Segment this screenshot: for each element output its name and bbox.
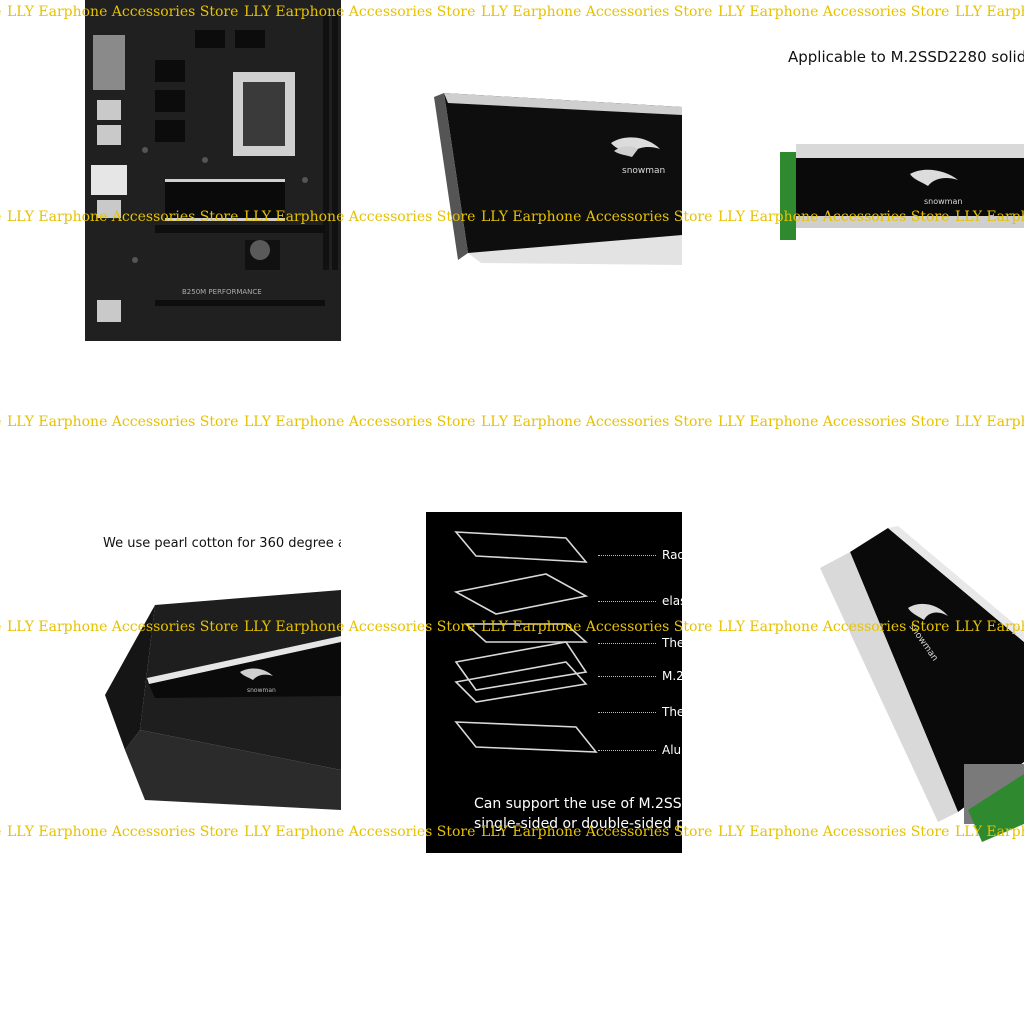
callout-label: Therm — [598, 636, 682, 650]
eagle-logo-icon — [910, 169, 958, 186]
callout-label: Radia — [598, 548, 682, 562]
caption-text: Applicable to M.2SSD2280 solid st — [788, 48, 1024, 66]
exploded-parts-illustration — [453, 531, 598, 753]
watermark-text: LLY Earphone Accessories Store — [481, 414, 713, 430]
heatsink-angled-photo: snowman — [426, 85, 682, 275]
watermark-text: LLY Earphone Accessories Store — [244, 414, 476, 430]
foam-packaging-illustration: snowman — [105, 590, 341, 810]
eagle-logo-icon — [240, 668, 273, 680]
foam-packaging-photo: We use pearl cotton for 360 degree all-r… — [85, 520, 341, 820]
watermark-text: LLY Earphone Accessories Store — [0, 414, 1, 430]
eagle-logo-icon — [908, 603, 948, 620]
watermark-text: LLY Earphone Accessories Store — [718, 4, 950, 20]
eagle-logo-icon — [611, 137, 660, 157]
callout-label: elasti — [598, 594, 682, 608]
motherboard-photo: B250M PERFORMANCE — [85, 0, 341, 341]
watermark-text: LLY Earphone Accessories Store — [7, 824, 239, 840]
caption-text: We use pearl cotton for 360 degree all-r… — [103, 536, 341, 551]
heatsink-closeup-photo: snowman — [768, 512, 1024, 852]
watermark-text: LLY Earphone Accessories Store — [0, 209, 1, 225]
watermark-text: LLY Earphone Accessories Store — [7, 414, 239, 430]
heatsink-ssd-photo: Applicable to M.2SSD2280 solid st snowma… — [768, 40, 1024, 260]
brand-text: snowman — [622, 166, 665, 176]
watermark-text: LLY Earphone Accessories Store — [0, 824, 1, 840]
support-text-line1: Can support the use of M.2SSD — [474, 796, 682, 812]
support-text-line2: single-sided or double-sided p — [474, 816, 682, 832]
exploded-view-diagram: Radia elasti Therm M.2 S Therm Alum Can … — [426, 512, 682, 853]
watermark-text: LLY Earphone Accessories Store — [955, 414, 1024, 430]
board-label: B250M PERFORMANCE — [182, 288, 262, 296]
heatsink-ssd-illustration: snowman — [780, 144, 1024, 240]
watermark-text: LLY Earphone Accessories Store — [0, 4, 1, 20]
watermark-text: LLY Earphone Accessories Store — [0, 619, 1, 635]
brand-text: snowman — [924, 197, 962, 206]
heatsink-angled-illustration: snowman — [434, 93, 682, 265]
callout-label: Therm — [598, 705, 682, 719]
watermark-text: LLY Earphone Accessories Store — [955, 4, 1024, 20]
watermark-row: LLY Earphone Accessories Store LLY Earpho… — [0, 414, 1024, 438]
motherboard-illustration: B250M PERFORMANCE — [85, 0, 341, 341]
watermark-text: LLY Earphone Accessories Store — [718, 414, 950, 430]
callout-label: M.2 S — [598, 669, 682, 683]
heatsink-closeup-illustration: snowman — [820, 526, 1024, 842]
watermark-text: LLY Earphone Accessories Store — [481, 4, 713, 20]
brand-text: snowman — [247, 687, 276, 694]
callout-label: Alum — [598, 743, 682, 757]
